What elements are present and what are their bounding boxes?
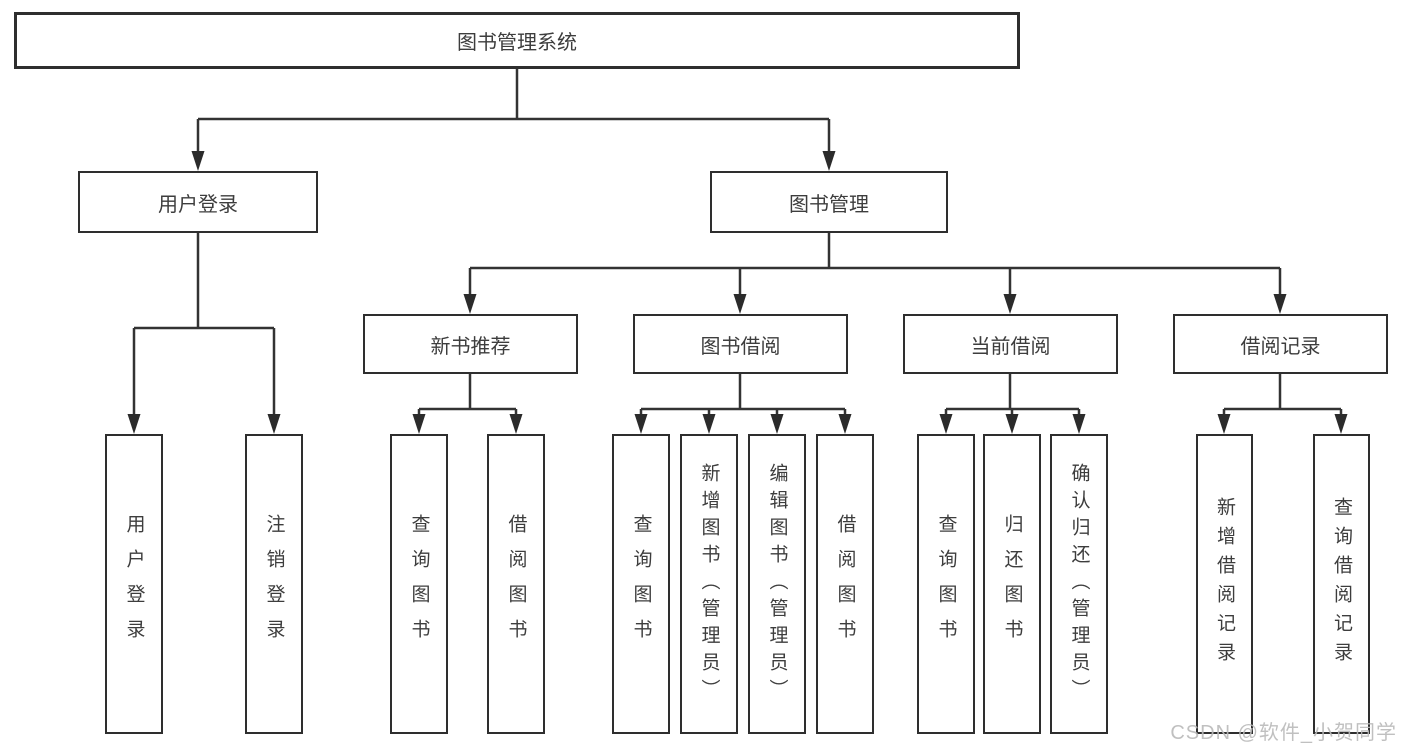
node-book-borrow: 图书借阅 xyxy=(633,314,848,374)
node-confirm-return-admin: 确认归还（管理员） xyxy=(1050,434,1108,734)
node-query-book-recommend: 查询图书 xyxy=(390,434,448,734)
node-query-book-current: 查询图书 xyxy=(917,434,975,734)
node-book-management: 图书管理 xyxy=(710,171,948,233)
node-query-book-borrow: 查询图书 xyxy=(612,434,670,734)
node-new-book-recommend: 新书推荐 xyxy=(363,314,578,374)
node-logout-action: 注销登录 xyxy=(245,434,303,734)
arrowheads xyxy=(127,151,1348,434)
node-return-book: 归还图书 xyxy=(983,434,1041,734)
node-login-action: 用户登录 xyxy=(105,434,163,734)
node-add-borrow-record: 新增借阅记录 xyxy=(1196,434,1253,734)
node-query-borrow-record: 查询借阅记录 xyxy=(1313,434,1370,734)
node-current-borrow: 当前借阅 xyxy=(903,314,1118,374)
node-user-login: 用户登录 xyxy=(78,171,318,233)
node-borrow-book-recommend: 借阅图书 xyxy=(487,434,545,734)
node-add-book-admin: 新增图书（管理员） xyxy=(680,434,738,734)
node-borrow-records: 借阅记录 xyxy=(1173,314,1388,374)
node-root: 图书管理系统 xyxy=(14,12,1020,69)
node-borrow-book: 借阅图书 xyxy=(816,434,874,734)
csdn-watermark: CSDN @软件_小贺同学 xyxy=(1170,722,1397,744)
node-edit-book-admin: 编辑图书（管理员） xyxy=(748,434,806,734)
